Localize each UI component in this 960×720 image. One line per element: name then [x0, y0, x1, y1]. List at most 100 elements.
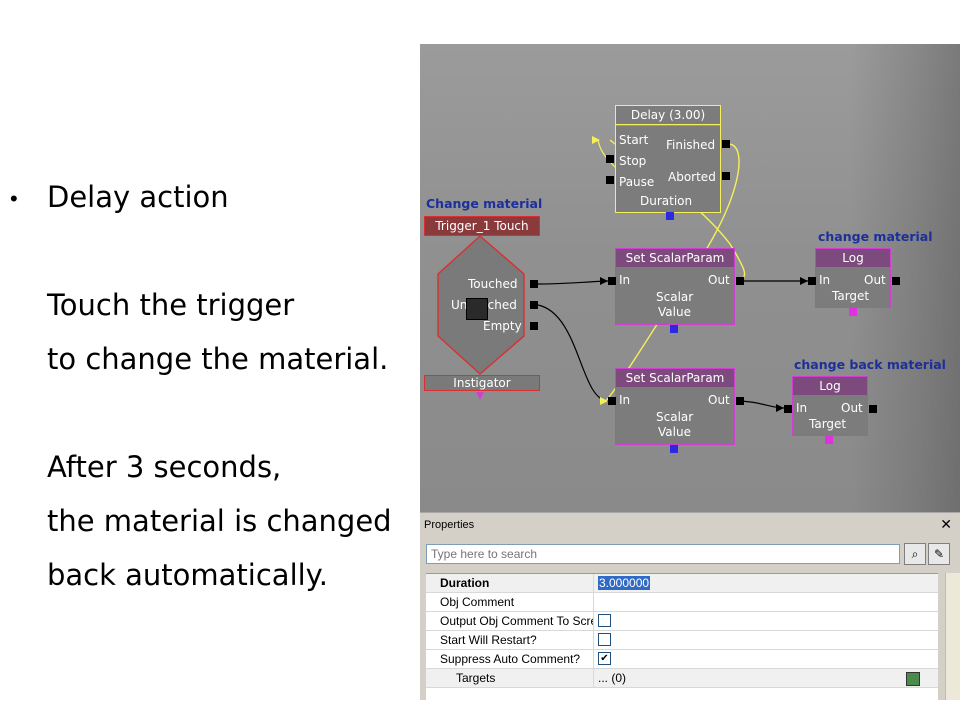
properties-title: Properties	[424, 519, 475, 531]
set2-title: Set ScalarParam	[616, 369, 734, 388]
trigger-node[interactable]: Trigger_1 Touch	[424, 216, 540, 236]
delay-input-pause: Pause	[619, 175, 655, 189]
property-name: Obj Comment	[426, 593, 594, 611]
delay-node[interactable]: Delay (3.00) Start Stop Pause Finished A…	[615, 105, 721, 213]
delay-pin-stop[interactable]	[606, 155, 614, 163]
trigger-instigator-var[interactable]: Instigator	[424, 375, 540, 391]
search-icon[interactable]: ⌕	[904, 543, 926, 565]
trigger-pin-empty[interactable]	[530, 322, 538, 330]
set2-body	[616, 388, 734, 444]
text-line-4: the material is changed	[47, 504, 392, 538]
comment-change-material-left: Change material	[426, 196, 543, 211]
trigger-node-title: Trigger_1 Touch	[424, 216, 540, 236]
set2-out: Out	[708, 393, 730, 407]
trigger-pin-touched[interactable]	[530, 280, 538, 288]
log1-pin-in[interactable]	[808, 277, 816, 285]
arrow-set2-in	[600, 397, 608, 405]
delay-input-stop: Stop	[619, 154, 647, 168]
set1-in: In	[619, 273, 631, 287]
set1-out: Out	[708, 273, 730, 287]
text-line-5: back automatically.	[47, 558, 328, 592]
close-icon[interactable]: ✕	[940, 516, 952, 532]
set2-pin-in[interactable]	[608, 397, 616, 405]
log2-var-target: Target	[809, 417, 847, 431]
trigger-pin-untouched[interactable]	[530, 301, 538, 309]
arrow-log2-in	[776, 404, 784, 412]
set-scalar-param-node-2[interactable]: Set ScalarParam In Out Scalar Value	[615, 368, 735, 445]
properties-panel: Properties ✕ ⌕ ✎ Duration 3.000000 Obj C…	[420, 512, 960, 700]
delay-pin-aborted[interactable]	[722, 172, 730, 180]
set2-var-scalar: Scalar	[656, 410, 694, 424]
log-node-2[interactable]: Log In Out Target	[792, 376, 868, 436]
set2-pin-out[interactable]	[736, 397, 744, 405]
delay-output-finished: Finished	[666, 138, 716, 152]
set1-pin-value[interactable]	[670, 325, 678, 333]
set1-var-value: Value	[658, 305, 691, 319]
property-value[interactable]	[596, 593, 938, 611]
log2-in: In	[796, 401, 808, 415]
add-target-icon[interactable]	[906, 672, 920, 686]
log1-title: Log	[816, 249, 890, 268]
bullet-heading: Delay action	[47, 180, 229, 214]
checkbox[interactable]	[598, 633, 611, 647]
property-value[interactable]	[596, 631, 938, 649]
delay-output-aborted: Aborted	[668, 170, 716, 184]
text-line-3: After 3 seconds,	[47, 450, 282, 484]
property-name: Suppress Auto Comment?	[426, 650, 594, 668]
set1-title: Set ScalarParam	[616, 249, 734, 268]
log2-pin-target[interactable]	[825, 436, 833, 444]
arrow-log1-in	[800, 277, 808, 285]
delay-node-body	[616, 126, 720, 212]
wire-untouched-to-set2	[537, 304, 609, 402]
log2-pin-in[interactable]	[784, 405, 792, 413]
log1-pin-target[interactable]	[849, 308, 857, 316]
property-row-suppress-auto-comment[interactable]: Suppress Auto Comment? ✔	[426, 650, 938, 669]
clear-search-icon[interactable]: ✎	[928, 543, 950, 565]
kismet-editor-screenshot: Change material change material change b…	[420, 44, 960, 700]
log-node-1[interactable]: Log In Out Target	[815, 248, 891, 308]
log1-pin-out[interactable]	[892, 277, 900, 285]
log2-out: Out	[841, 401, 863, 415]
property-row-output-comment[interactable]: Output Obj Comment To Screen	[426, 612, 938, 631]
property-value[interactable]: ... (0)	[598, 671, 627, 685]
property-value[interactable]: ✔	[596, 650, 938, 668]
text-line-1: Touch the trigger	[47, 288, 295, 322]
log2-pin-out[interactable]	[869, 405, 877, 413]
arrow-set1-in	[600, 277, 608, 285]
log2-title: Log	[793, 377, 867, 396]
arrow-delay-start	[592, 136, 600, 144]
set1-pin-out[interactable]	[736, 277, 744, 285]
comment-change-material-right: change material	[818, 229, 933, 244]
property-value[interactable]	[596, 612, 938, 630]
checkbox[interactable]	[598, 614, 611, 628]
instigator-label: Instigator	[424, 375, 540, 391]
set1-pin-in[interactable]	[608, 277, 616, 285]
set2-pin-value[interactable]	[670, 445, 678, 453]
property-row-start-will-restart[interactable]: Start Will Restart?	[426, 631, 938, 650]
checkbox-checked[interactable]: ✔	[598, 652, 611, 666]
search-input[interactable]	[427, 545, 899, 563]
duration-value[interactable]: 3.000000	[598, 576, 651, 590]
log2-body	[793, 396, 867, 435]
set1-var-scalar: Scalar	[656, 290, 694, 304]
comment-change-back-material: change back material	[794, 357, 946, 372]
property-row-targets[interactable]: Targets ... (0)	[426, 669, 938, 688]
bullet-dot: •	[10, 186, 18, 211]
property-name: Targets	[426, 669, 594, 687]
wire-touched-to-set1	[537, 280, 609, 285]
graph-canvas[interactable]: Change material change material change b…	[420, 44, 960, 512]
search-box[interactable]	[426, 544, 900, 564]
delay-pin-duration[interactable]	[666, 212, 674, 220]
set2-in: In	[619, 393, 631, 407]
property-value-duration[interactable]: 3.000000	[596, 574, 938, 592]
property-row-duration[interactable]: Duration 3.000000	[426, 574, 938, 593]
set-scalar-param-node-1[interactable]: Set ScalarParam In Out Scalar Value	[615, 248, 735, 325]
property-name: Duration	[426, 574, 594, 592]
properties-scrollbar[interactable]	[945, 573, 960, 700]
delay-pin-finished[interactable]	[722, 140, 730, 148]
property-row-obj-comment[interactable]: Obj Comment	[426, 593, 938, 612]
delay-pin-pause[interactable]	[606, 176, 614, 184]
log1-in: In	[819, 273, 831, 287]
property-name: Start Will Restart?	[426, 631, 594, 649]
instigator-arrow	[476, 392, 484, 400]
